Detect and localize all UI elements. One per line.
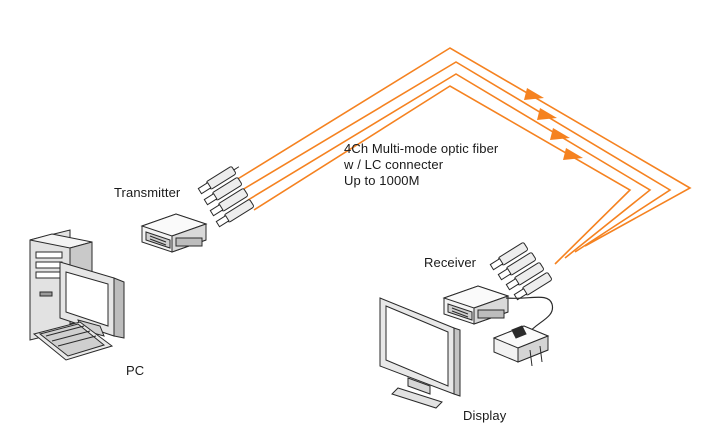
fiber-arrows [524,88,583,160]
arrow-icon [550,128,570,140]
pc-label: PC [126,363,145,378]
power-cable [505,296,554,335]
lcd-display-icon [379,297,461,409]
fiber-description-line3: Up to 1000M [344,173,420,188]
arrow-icon [563,148,583,160]
fiber-description-line1: 4Ch Multi-mode optic fiber [344,141,499,156]
arrow-icon [537,108,557,120]
power-adapter-icon [492,325,550,367]
fiber-channel-2 [241,61,672,253]
dvi-receiver-icon [442,285,510,325]
fiber-description-line2: w / LC connecter [344,157,444,172]
keyboard-icon [32,321,114,361]
fiber-description: 4Ch Multi-mode optic fiber w / LC connec… [344,141,498,189]
receiver-label: Receiver [424,255,477,270]
fiber-channel-4 [253,85,632,265]
transmitter-label: Transmitter [114,185,181,200]
crt-monitor-icon [59,261,125,339]
display-label: Display [463,408,507,423]
lc-connector-icon [489,242,552,301]
fiber-channel-1 [235,47,692,247]
arrow-icon [524,88,544,100]
lc-connector-icon [197,166,254,228]
dvi-transmitter-icon [140,213,208,253]
